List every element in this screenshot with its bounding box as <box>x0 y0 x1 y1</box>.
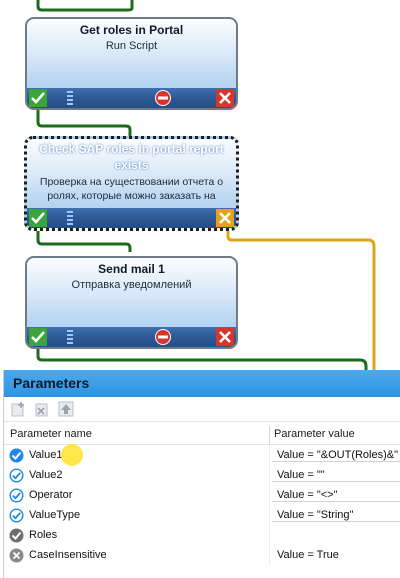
node-info-icon[interactable] <box>61 328 79 346</box>
column-separator[interactable] <box>269 426 270 444</box>
table-row[interactable]: ValueType Value = "String" <box>4 505 400 525</box>
stop-icon[interactable] <box>154 328 172 346</box>
parameter-name: Operator <box>29 489 73 501</box>
parameter-value[interactable]: Value = "String" <box>272 508 400 522</box>
failure-x-icon[interactable] <box>216 328 234 346</box>
row-separator <box>269 545 270 565</box>
node-title: Check SAP roles in portal report exists <box>39 142 224 172</box>
node-info-icon[interactable] <box>61 89 79 107</box>
grid-header: Parameter name Parameter value <box>4 426 400 445</box>
table-row[interactable]: CaseInsensitive Value = True <box>4 545 400 565</box>
node-subtitle: Проверка на существовании отчета о ролях… <box>39 176 224 202</box>
check-circle-blue-filled-icon <box>9 448 24 463</box>
check-circle-blue-outline-icon <box>9 488 24 503</box>
parameter-name: Value2 <box>29 469 63 481</box>
success-check-icon[interactable] <box>29 89 47 107</box>
node-title: Send mail 1 <box>98 262 165 276</box>
parameter-name: CaseInsensitive <box>29 549 107 561</box>
row-separator <box>269 505 270 525</box>
parameter-value[interactable] <box>272 528 400 542</box>
table-row[interactable]: Operator Value = "<>" <box>4 485 400 505</box>
check-circle-blue-outline-icon <box>9 508 24 523</box>
node-subtitle: Отправка уведомлений <box>71 279 192 291</box>
table-row[interactable]: Roles <box>4 525 400 545</box>
workflow-node-send-mail[interactable]: Send mail 1 Отправка уведомлений <box>25 256 238 349</box>
connector-top <box>36 0 134 12</box>
workflow-node-check-sap-roles[interactable]: Check SAP roles in portal report exists … <box>24 136 239 231</box>
table-row[interactable]: Value2 Value = "" <box>4 465 400 485</box>
parameter-name: Roles <box>29 529 58 541</box>
move-up-icon[interactable] <box>58 401 74 417</box>
other-x-icon[interactable] <box>216 209 234 227</box>
failure-x-icon[interactable] <box>216 89 234 107</box>
connector-2-to-3 <box>36 228 132 252</box>
success-check-icon[interactable] <box>29 328 47 346</box>
row-separator <box>269 465 270 485</box>
parameters-panel: Parameters Parameter name Parameter valu… <box>3 370 400 578</box>
stop-icon[interactable] <box>154 89 172 107</box>
table-row[interactable]: Value1 Value = "&OUT(Roles)&" <box>4 445 400 465</box>
connector-1-to-2 <box>36 108 132 136</box>
row-separator <box>269 445 270 465</box>
row-separator <box>269 525 270 545</box>
add-icon[interactable] <box>10 401 26 417</box>
parameter-value[interactable]: Value = "<>" <box>272 488 400 502</box>
parameter-name: ValueType <box>29 509 81 521</box>
node-action-bar <box>27 327 236 347</box>
workflow-node-get-roles[interactable]: Get roles in Portal Run Script <box>25 17 238 110</box>
parameters-panel-title: Parameters <box>4 370 400 397</box>
node-action-bar <box>27 208 236 228</box>
connector-3-out <box>36 348 368 370</box>
node-info-icon[interactable] <box>61 209 79 227</box>
remove-icon[interactable] <box>34 401 50 417</box>
parameter-name: Value1 <box>29 449 63 461</box>
parameter-value[interactable]: Value = "" <box>272 468 400 482</box>
cursor-highlight <box>61 444 83 466</box>
node-action-bar <box>27 88 236 108</box>
parameter-value[interactable]: Value = True <box>277 549 339 561</box>
node-subtitle: Run Script <box>105 40 158 52</box>
node-title: Get roles in Portal <box>79 23 184 37</box>
parameters-grid: Parameter name Parameter value Value1 Va… <box>4 426 400 565</box>
check-circle-blue-outline-icon <box>9 468 24 483</box>
column-header-value[interactable]: Parameter value <box>274 428 355 440</box>
parameters-toolbar <box>4 397 400 422</box>
parameter-value[interactable]: Value = "&OUT(Roles)&" <box>272 448 400 462</box>
success-check-icon[interactable] <box>29 209 47 227</box>
column-header-name[interactable]: Parameter name <box>10 428 92 440</box>
x-circle-gray-icon <box>9 548 24 563</box>
connector-2-other <box>226 228 376 370</box>
row-separator <box>269 485 270 505</box>
check-circle-gray-icon <box>9 528 24 543</box>
